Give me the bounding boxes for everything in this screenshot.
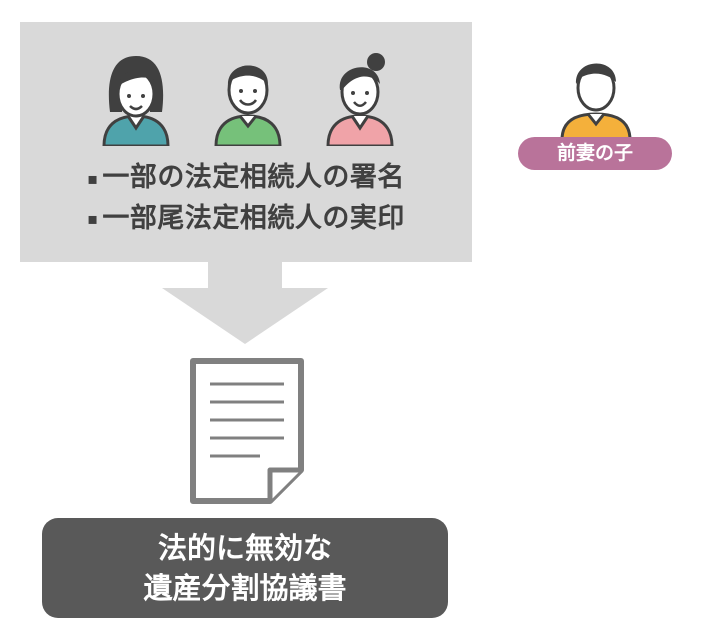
- woman-ponytail-icon: [326, 53, 394, 146]
- requirement-signature-text: 一部の法定相続人の署名: [102, 162, 405, 193]
- man-icon: [560, 63, 632, 140]
- man-icon: [214, 65, 282, 146]
- document-icon: [190, 358, 304, 504]
- bullet-marker: ▪: [87, 168, 99, 188]
- result-line-2: 遺産分割協議書: [143, 571, 347, 605]
- invalid-agreement-box: 法的に無効な 遺産分割協議書: [42, 518, 448, 618]
- bullet-marker: ▪: [87, 209, 99, 228]
- former-wife-child-label: 前妻の子: [518, 137, 672, 170]
- requirement-seal-text: 一部尾法定相続人の実印: [102, 202, 405, 234]
- result-line-1: 法的に無効な: [157, 531, 332, 565]
- woman-long-hair-icon: [102, 56, 170, 146]
- down-arrow-icon: [162, 262, 328, 344]
- requirement-seal: ▪一部尾法定相続人の実印: [20, 199, 472, 240]
- requirement-signature: ▪一部の法定相続人の署名: [20, 158, 472, 199]
- requirement-list: ▪一部の法定相続人の署名 ▪一部尾法定相続人の実印: [20, 158, 472, 239]
